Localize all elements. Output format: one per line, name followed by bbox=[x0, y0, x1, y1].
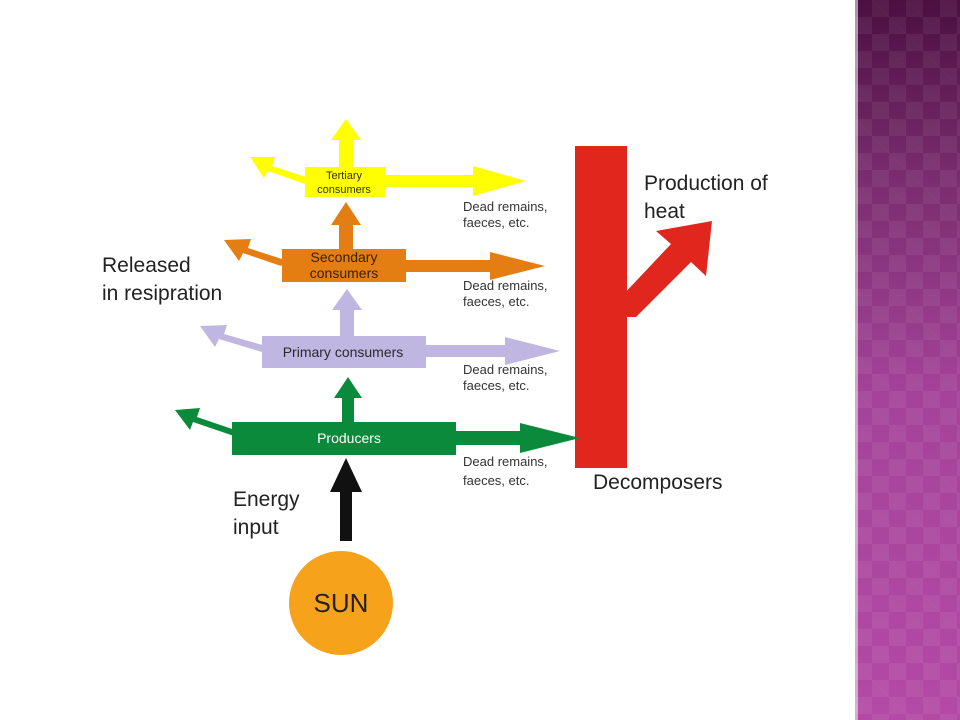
producers-arrow-resp bbox=[175, 408, 238, 436]
side-band-edge bbox=[855, 0, 858, 720]
released-label-line1: Released bbox=[102, 254, 191, 277]
secondary-consumers-label-line2: consumers bbox=[310, 265, 378, 281]
primary-arrow-resp bbox=[200, 325, 266, 352]
secondary-consumers-label-line1: Secondary bbox=[311, 249, 378, 265]
svg-text:Dead remains,: Dead remains, bbox=[463, 454, 548, 469]
dead-remains-label-producers: Dead remains, faeces, etc. bbox=[463, 454, 548, 488]
svg-text:Dead remains,: Dead remains, bbox=[463, 199, 548, 214]
primary-consumers-label: Primary consumers bbox=[283, 344, 404, 360]
decorative-side-band bbox=[855, 0, 960, 720]
decomposers-bar bbox=[575, 146, 627, 468]
tertiary-consumers-box bbox=[305, 167, 385, 197]
decomposers-label: Decomposers bbox=[593, 471, 723, 494]
secondary-consumers-box bbox=[282, 249, 406, 282]
dead-remains-label-tertiary: Dead remains, faeces, etc. bbox=[463, 199, 548, 230]
sun-label: SUN bbox=[314, 588, 369, 618]
energy-input-arrow bbox=[330, 458, 362, 541]
primary-arrow-up bbox=[332, 289, 362, 337]
svg-text:faeces, etc.: faeces, etc. bbox=[463, 473, 529, 488]
secondary-arrow-right bbox=[405, 252, 545, 280]
energy-flow-diagram: Producers Primary consumers Secondary co… bbox=[102, 119, 768, 655]
svg-text:Dead remains,: Dead remains, bbox=[463, 278, 548, 293]
producers-box bbox=[232, 422, 456, 455]
tertiary-consumers-label-line1: Tertiary bbox=[326, 170, 363, 182]
tertiary-arrow-resp bbox=[250, 157, 309, 184]
energy-input-label-line2: input bbox=[233, 516, 279, 539]
tertiary-arrow-right bbox=[383, 166, 526, 196]
primary-consumers-box bbox=[262, 336, 426, 368]
dead-remains-label-primary: Dead remains, faeces, etc. bbox=[463, 362, 548, 393]
svg-text:faeces, etc.: faeces, etc. bbox=[463, 215, 529, 230]
energy-input-label-line1: Energy bbox=[233, 488, 300, 511]
primary-arrow-right bbox=[426, 337, 560, 365]
secondary-arrow-up bbox=[331, 202, 361, 251]
svg-text:faeces, etc.: faeces, etc. bbox=[463, 294, 529, 309]
dead-remains-label-secondary: Dead remains, faeces, etc. bbox=[463, 278, 548, 309]
producers-label: Producers bbox=[317, 430, 381, 446]
svg-text:faeces, etc.: faeces, etc. bbox=[463, 378, 529, 393]
tertiary-consumers-label-line2: consumers bbox=[317, 184, 371, 196]
diamond-pattern bbox=[855, 0, 960, 720]
production-heat-label-line2: heat bbox=[644, 200, 685, 223]
svg-text:Dead remains,: Dead remains, bbox=[463, 362, 548, 377]
production-of-heat-arrow bbox=[621, 221, 712, 317]
secondary-arrow-resp bbox=[224, 239, 285, 266]
producers-arrow-up bbox=[334, 377, 362, 423]
production-heat-label-line1: Production of bbox=[644, 172, 768, 195]
tertiary-arrow-up bbox=[331, 119, 361, 168]
sun-icon bbox=[289, 551, 393, 655]
producers-arrow-right bbox=[455, 423, 580, 453]
released-label-line2: in resipration bbox=[102, 282, 222, 305]
